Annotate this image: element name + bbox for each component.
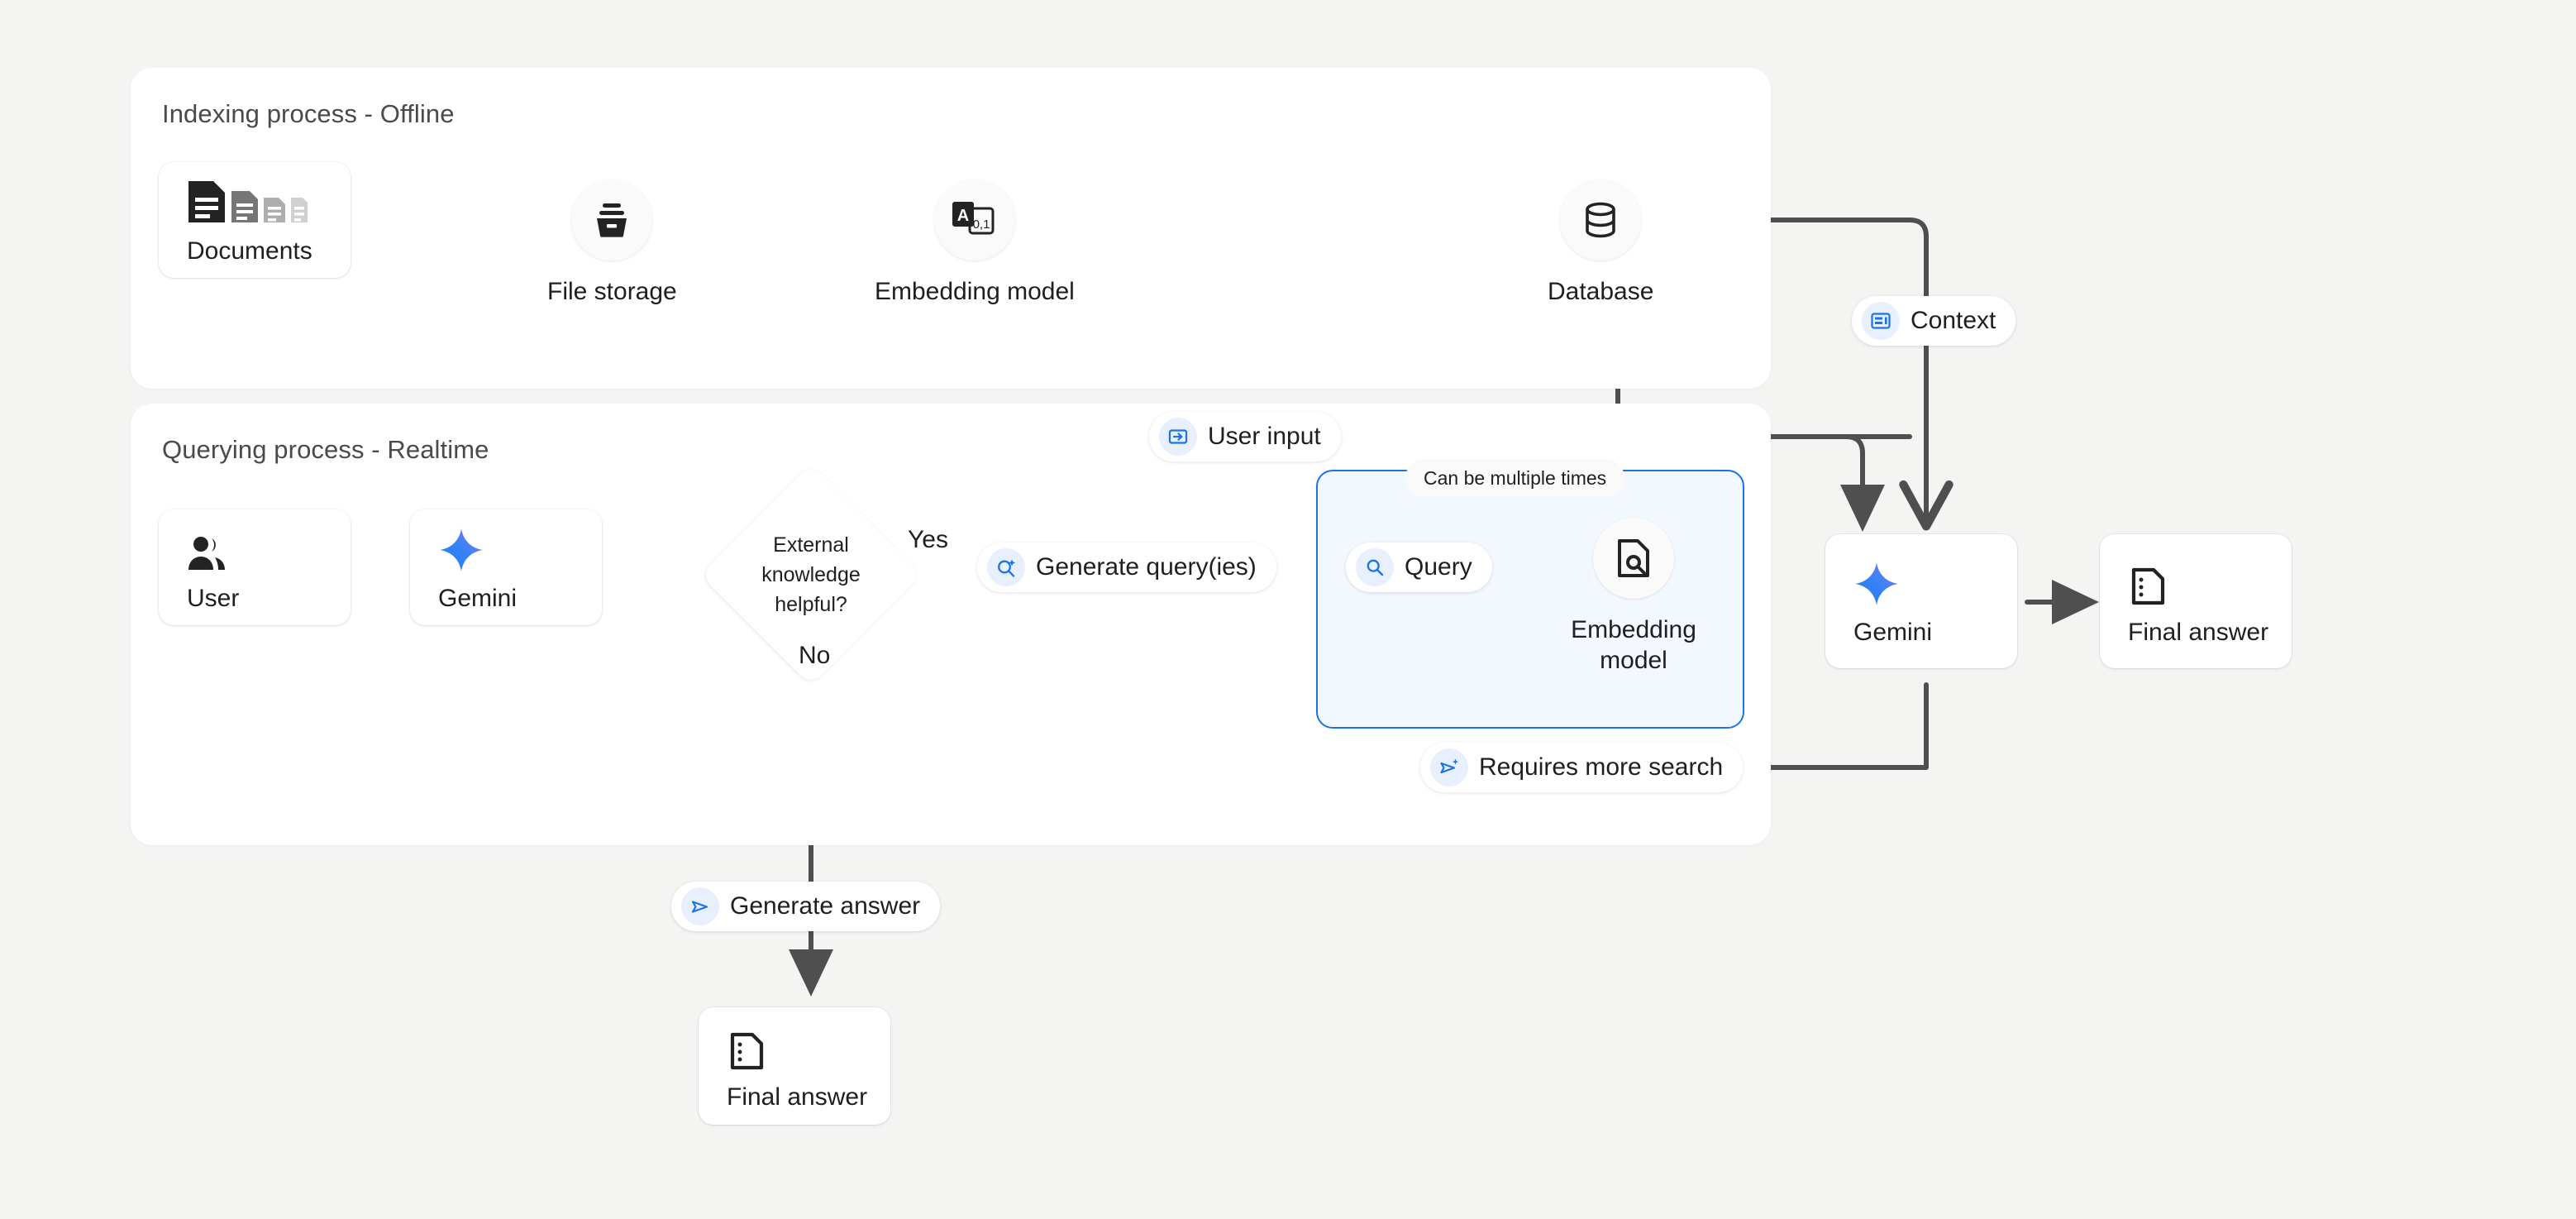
document-search-icon <box>1593 518 1674 599</box>
send-sparkle-icon <box>1430 748 1468 786</box>
database-label: Database <box>1548 278 1654 305</box>
decision-external-knowledge[interactable]: External knowledge helpful? <box>699 463 923 686</box>
pill-context[interactable]: Context <box>1852 296 2016 346</box>
node-gemini-left[interactable]: Gemini <box>410 509 602 625</box>
gemini-sparkle-icon <box>1853 556 2017 607</box>
pill-user-input[interactable]: User input <box>1149 412 1341 461</box>
requires-more-search-label: Requires more search <box>1479 753 1724 781</box>
search-sparkle-icon <box>987 548 1025 586</box>
documents-label: Documents <box>187 237 312 265</box>
panel-title-indexing: Indexing process - Offline <box>162 99 455 128</box>
context-label: Context <box>1911 307 1996 334</box>
gemini-right-label: Gemini <box>1853 619 1933 646</box>
context-panel-icon <box>1862 302 1900 340</box>
diamond-line-1: External <box>773 533 849 557</box>
edge-label-no: No <box>799 642 831 669</box>
node-documents[interactable]: Documents <box>159 162 351 278</box>
embedding-model-query-label: Embedding model <box>1559 615 1708 676</box>
embedding-model-icon: 0,1 A <box>933 179 1015 261</box>
generate-queries-label: Generate query(ies) <box>1036 553 1257 581</box>
node-database[interactable]: Database <box>1548 179 1653 308</box>
gemini-left-label: Gemini <box>438 585 518 612</box>
pill-generate-queries[interactable]: Generate query(ies) <box>977 543 1276 592</box>
generate-answer-label: Generate answer <box>730 892 921 920</box>
user-input-label: User input <box>1208 423 1321 450</box>
gemini-sparkle-icon <box>438 522 602 573</box>
diamond-line-2: knowledge <box>761 562 861 586</box>
node-final-answer-right[interactable]: Final answer <box>2100 534 2292 668</box>
final-answer-bottom-label: Final answer <box>727 1083 868 1111</box>
answer-doc-icon <box>2128 556 2292 607</box>
documents-icon <box>187 174 351 226</box>
answer-doc-icon <box>727 1021 890 1072</box>
send-icon <box>681 887 719 925</box>
embedding-query-line-1: Embedding <box>1571 616 1696 643</box>
svg-text:A: A <box>957 207 969 225</box>
file-storage-icon <box>571 179 653 261</box>
diamond-line-3: helpful? <box>775 593 847 617</box>
pill-query[interactable]: Query <box>1346 543 1492 592</box>
file-storage-label: File storage <box>547 278 677 305</box>
diamond-text: External knowledge helpful? <box>713 496 909 653</box>
svg-text:0,1: 0,1 <box>972 218 990 232</box>
node-file-storage[interactable]: File storage <box>547 179 677 308</box>
input-arrow-icon <box>1159 418 1197 456</box>
pill-generate-answer[interactable]: Generate answer <box>671 882 941 931</box>
embedding-query-line-2: model <box>1600 646 1667 674</box>
pill-requires-more-search[interactable]: Requires more search <box>1420 743 1744 792</box>
panel-title-querying: Querying process - Realtime <box>162 435 489 464</box>
node-embedding-model-query[interactable]: Embedding model <box>1559 518 1708 676</box>
loop-caption: Can be multiple times <box>1405 459 1625 497</box>
final-answer-right-label: Final answer <box>2128 619 2269 646</box>
node-gemini-right[interactable]: Gemini <box>1825 534 2017 668</box>
search-icon <box>1356 548 1394 586</box>
node-embedding-model-indexing[interactable]: 0,1 A Embedding model <box>875 179 1075 308</box>
retrieval-loop-box <box>1316 470 1744 729</box>
embedding-model-label: Embedding model <box>875 278 1075 305</box>
user-group-icon <box>187 522 351 573</box>
edge-label-yes: Yes <box>908 526 948 553</box>
node-user[interactable]: User <box>159 509 351 625</box>
node-final-answer-bottom[interactable]: Final answer <box>699 1007 890 1125</box>
panel-indexing-process: Indexing process - Offline <box>131 68 1771 389</box>
user-label: User <box>187 585 240 612</box>
database-icon <box>1560 179 1642 261</box>
query-label: Query <box>1405 553 1472 581</box>
